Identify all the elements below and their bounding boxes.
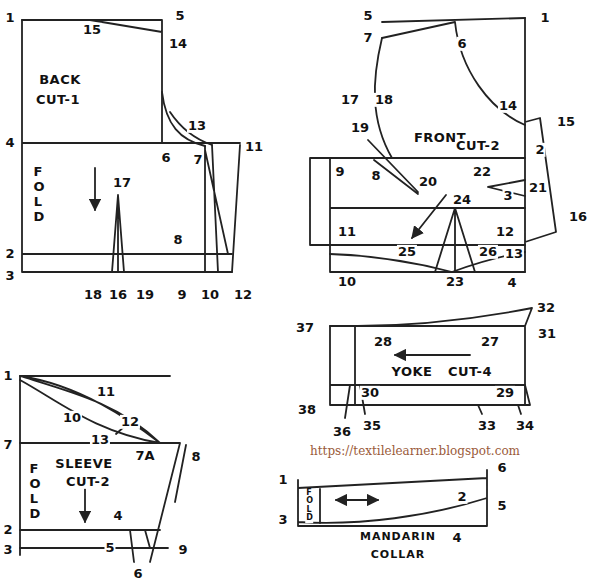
callout-number: 10	[62, 411, 82, 425]
callout-number: 17	[340, 93, 360, 107]
callout-number: 5	[496, 499, 507, 513]
callout-number: 1	[2, 369, 13, 383]
callout-number: 20	[418, 175, 438, 189]
callout-number: 18	[374, 93, 394, 107]
callout-number: 21	[528, 181, 548, 195]
callout-number: 35	[362, 419, 382, 433]
watermark: https://textilelearner.blogspot.com	[309, 445, 521, 458]
callout-number: 11	[96, 385, 116, 399]
callout-number: 7	[362, 31, 373, 45]
callout-number: 3	[2, 543, 13, 557]
callout-number: 25	[397, 245, 417, 259]
callout-number: 24	[452, 193, 472, 207]
callout-number: 13	[187, 119, 207, 133]
piece-label: CUT-2	[455, 139, 501, 153]
piece-label: CUT-2	[65, 475, 111, 489]
fold-label: FOLD	[305, 489, 313, 523]
callout-number: 4	[451, 531, 462, 545]
callout-number: 6	[456, 37, 467, 51]
callout-number: 9	[334, 165, 345, 179]
callout-number: 3	[277, 513, 288, 527]
callout-number: 38	[297, 403, 317, 417]
callout-number: 14	[168, 37, 188, 51]
callout-number: 8	[190, 450, 201, 464]
callout-number: 2	[2, 523, 13, 537]
callout-number: 1	[539, 11, 550, 25]
callout-number: 9	[177, 543, 188, 557]
callout-number: 11	[244, 140, 264, 154]
callout-number: 2	[456, 490, 467, 504]
callout-number: 3	[502, 189, 513, 203]
callout-number: 27	[480, 335, 500, 349]
callout-number: 17	[112, 176, 132, 190]
callout-number: 1	[277, 473, 288, 487]
fold-label: FOLD	[28, 462, 39, 522]
callout-number: 1	[4, 11, 15, 25]
callout-number: 30	[360, 386, 380, 400]
piece-label: BACK	[38, 73, 82, 87]
callout-number: 5	[362, 9, 373, 23]
callout-number: 6	[496, 461, 507, 475]
callout-number: 2	[4, 247, 15, 261]
piece-label: CUT-1	[35, 93, 81, 107]
callout-number: 7	[192, 153, 203, 167]
callout-number: 19	[135, 288, 155, 302]
callout-number: 13	[504, 247, 524, 261]
callout-number: 37	[295, 321, 315, 335]
piece-label: YOKE	[391, 365, 434, 379]
callout-number: 10	[200, 288, 220, 302]
piece-label: SLEEVE	[54, 457, 113, 471]
callout-number: 8	[172, 233, 183, 247]
callout-number: 31	[537, 327, 557, 341]
callout-number: 9	[176, 288, 187, 302]
callout-number: 26	[478, 245, 498, 259]
callout-number: 7A	[134, 449, 155, 463]
callout-number: 13	[90, 433, 110, 447]
callout-number: 6	[132, 567, 143, 581]
piece-label: MANDARIN COLLAR	[347, 528, 449, 563]
callout-number: 23	[445, 275, 465, 289]
callout-number: 7	[2, 438, 13, 452]
callout-number: 32	[536, 301, 556, 315]
callout-number: 6	[160, 151, 171, 165]
callout-number: 22	[472, 165, 492, 179]
callout-number: 4	[112, 509, 123, 523]
callout-number: 34	[515, 419, 535, 433]
callout-number: 3	[4, 269, 15, 283]
callout-number: 12	[495, 225, 515, 239]
callout-number: 5	[104, 541, 115, 555]
callout-number: 8	[370, 169, 381, 183]
callout-number: 15	[82, 23, 102, 37]
callout-number: 36	[332, 425, 352, 439]
callout-number: 33	[477, 419, 497, 433]
callout-number: 14	[498, 99, 518, 113]
fold-label: FOLD	[32, 165, 43, 225]
callout-number: 5	[174, 9, 185, 23]
callout-number: 11	[337, 225, 357, 239]
callout-number: 12	[233, 288, 253, 302]
callout-number: 4	[4, 136, 15, 150]
callout-number: 12	[120, 415, 140, 429]
callout-number: 15	[556, 115, 576, 129]
callout-number: 28	[373, 335, 393, 349]
callout-number: 18	[83, 288, 103, 302]
callout-number: 29	[495, 386, 515, 400]
callout-number: 2	[534, 143, 545, 157]
callout-number: 16	[568, 210, 588, 224]
callout-number: 4	[506, 276, 517, 290]
callout-number: 16	[108, 288, 128, 302]
callout-number: 10	[337, 275, 357, 289]
callout-number: 19	[350, 121, 370, 135]
piece-label: CUT-4	[447, 365, 493, 379]
